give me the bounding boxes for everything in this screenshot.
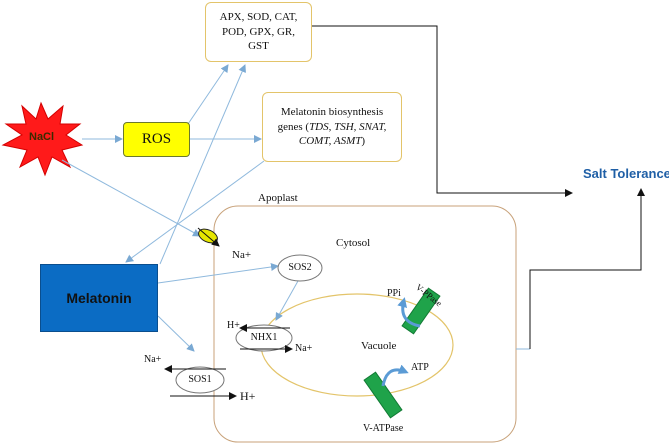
nacl-label: NaCl [29, 131, 55, 143]
na-channel-label: Na+ [232, 249, 252, 261]
sos2-protein [277, 254, 323, 282]
enzymes-line-1: APX, SOD, CAT, [219, 10, 298, 23]
genes-line-2: genes (TDS, TSH, SNAT, [278, 120, 387, 135]
nhx1-label: NHX1 [250, 332, 278, 343]
sos2-to-nhx1-arrow [275, 280, 299, 321]
genes-list-2: COMT, ASMT [298, 135, 362, 148]
melatonin-biosynthesis-genes-box: Melatonin biosynthesis genes (TDS, TSH, … [262, 92, 402, 162]
nhx1-h-label: H+ [227, 320, 240, 331]
ros-box: ROS [123, 122, 190, 157]
ros-to-enzymes-arrow [187, 64, 229, 125]
nacl-starburst [1, 101, 84, 177]
melatonin-to-sos1-arrow [157, 315, 195, 352]
melatonin-to-sos2-arrow [157, 263, 279, 284]
genes-suffix: ) [361, 135, 366, 148]
enzymes-to-outcome-arrow [312, 25, 573, 197]
v-atpase-pump [363, 371, 403, 419]
v-atpase-atp-arrow [381, 364, 409, 387]
atp-label: ATP [411, 362, 429, 373]
na-channel-arrow [197, 227, 220, 247]
nacl-to-channel-arrow [61, 159, 201, 237]
nhx1-na-label: Na+ [295, 343, 313, 354]
cell-membrane [213, 205, 517, 443]
genes-prefix: genes ( [277, 120, 310, 133]
cytosol-label: Cytosol [336, 237, 371, 249]
v-ppase-ppi-arrow [397, 297, 421, 328]
enzymes-line-2: POD, GPX, GR, [221, 25, 296, 38]
genes-title: Melatonin biosynthesis [280, 105, 384, 118]
sos1-label: SOS1 [188, 374, 212, 385]
melatonin-to-enzymes-arrow [159, 64, 246, 265]
v-atpase-label: V-ATPase [363, 423, 404, 434]
melatonin-box: Melatonin [40, 264, 158, 332]
vacuole-label: Vacuole [361, 340, 397, 352]
apoplast-label: Apoplast [258, 192, 298, 204]
sos1-na-label: Na+ [144, 354, 162, 365]
cell-to-outcome-arrow [529, 188, 645, 349]
sos2-label: SOS2 [288, 262, 312, 273]
enzymes-line-3: GST [248, 40, 269, 53]
genes-line-3: COMT, ASMT) [278, 134, 387, 149]
sos1-h-label: H+ [240, 389, 256, 403]
genes-list-1: TDS, TSH, SNAT, [309, 120, 387, 133]
genes-to-melatonin-arrow [125, 160, 265, 263]
sos1-protein [175, 366, 225, 394]
antioxidant-enzymes-box: APX, SOD, CAT, POD, GPX, GR, GST [205, 2, 312, 62]
ppi-label: PPi [387, 288, 401, 299]
nhx1-protein [235, 324, 293, 352]
salt-tolerance-label: Salt Tolerance [583, 166, 669, 181]
